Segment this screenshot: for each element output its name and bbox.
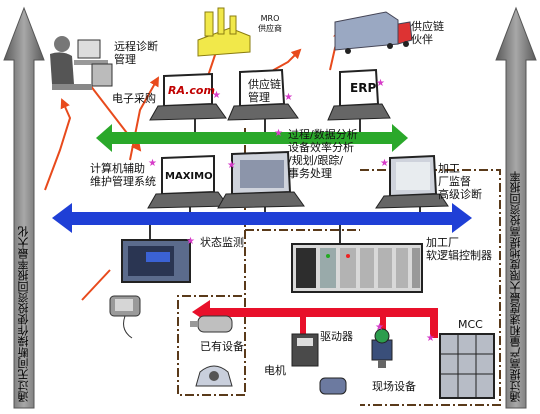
existing-equipment-label: 已有设备 (200, 340, 244, 353)
mcc-label: MCC (458, 318, 483, 331)
laptop-icon (149, 72, 227, 121)
data-analysis-label: 过程/数据分析 设备效率分析 /规划/跟踪/ 事务处理 (288, 128, 358, 180)
maximo-screen-label: MAXIMO (165, 171, 213, 182)
motor-icon (319, 377, 347, 395)
svg-text:★: ★ (227, 160, 236, 171)
truck-icon (334, 11, 413, 54)
field-device-icon (371, 328, 393, 368)
star-markers: ★ ★ ★ ★ ★ ★ ★ ★ ★ ★ (148, 78, 435, 344)
svg-text:★: ★ (380, 158, 389, 169)
svg-text:★: ★ (375, 322, 384, 333)
cmms-label: 计算机辅助 维护管理系统 (90, 162, 156, 188)
erp-screen-label: ERP (350, 81, 377, 95)
person-computer-icon (50, 36, 113, 90)
handheld-icon (109, 295, 141, 339)
plant-logic-label: 加工厂 软逻辑控制器 (426, 236, 492, 262)
hmi-panel-icon (121, 239, 191, 283)
eproc-label: 电子采购 (112, 92, 156, 105)
motor-label: 电机 (264, 364, 286, 377)
remote-diag-label: 远程诊断 管理 (114, 40, 158, 66)
svg-text:★: ★ (212, 90, 221, 101)
driver-label: 驱动器 (320, 330, 353, 343)
right-roi-arrow (495, 6, 537, 409)
laptop-icon (375, 154, 449, 209)
svg-text:★: ★ (274, 128, 283, 139)
left-roi-arrow (3, 6, 45, 409)
plant-monitor-label: 加工 厂监督 高级诊断 (438, 162, 482, 201)
partners-label: 供应链 伙伴 (411, 20, 444, 46)
motor-icon (190, 315, 233, 333)
svg-text:★: ★ (284, 92, 293, 103)
svg-text:★: ★ (148, 158, 157, 169)
pillow-block-icon (195, 365, 233, 387)
scm-screen-label: 供应链 管理 (248, 78, 281, 104)
svg-text:★: ★ (186, 236, 195, 247)
factory-icon (197, 7, 251, 57)
green-bus (96, 124, 408, 152)
right-arrow-text: 通过提高产量和速度最大限度地提高投资回报率 (509, 171, 522, 402)
laptop-icon (147, 154, 229, 209)
left-arrow-text: 通过无间断操作使投资回报率最大化 (17, 226, 30, 402)
ra-com-screen-label: RA.com (168, 84, 215, 97)
laptop-icon (227, 68, 299, 121)
plc-rack-icon (291, 243, 423, 293)
mcc-cabinet-icon (439, 333, 495, 399)
status-monitor-label: 状态监测 (200, 236, 244, 249)
drive-icon (291, 333, 319, 367)
svg-text:★: ★ (426, 333, 435, 344)
laptop-icon (217, 150, 305, 209)
mro-label: MRO 供应商 (258, 14, 282, 33)
laptop-icon (327, 68, 391, 121)
svg-text:★: ★ (376, 78, 385, 89)
field-devices-label: 现场设备 (372, 380, 416, 393)
blue-bus (52, 203, 472, 233)
